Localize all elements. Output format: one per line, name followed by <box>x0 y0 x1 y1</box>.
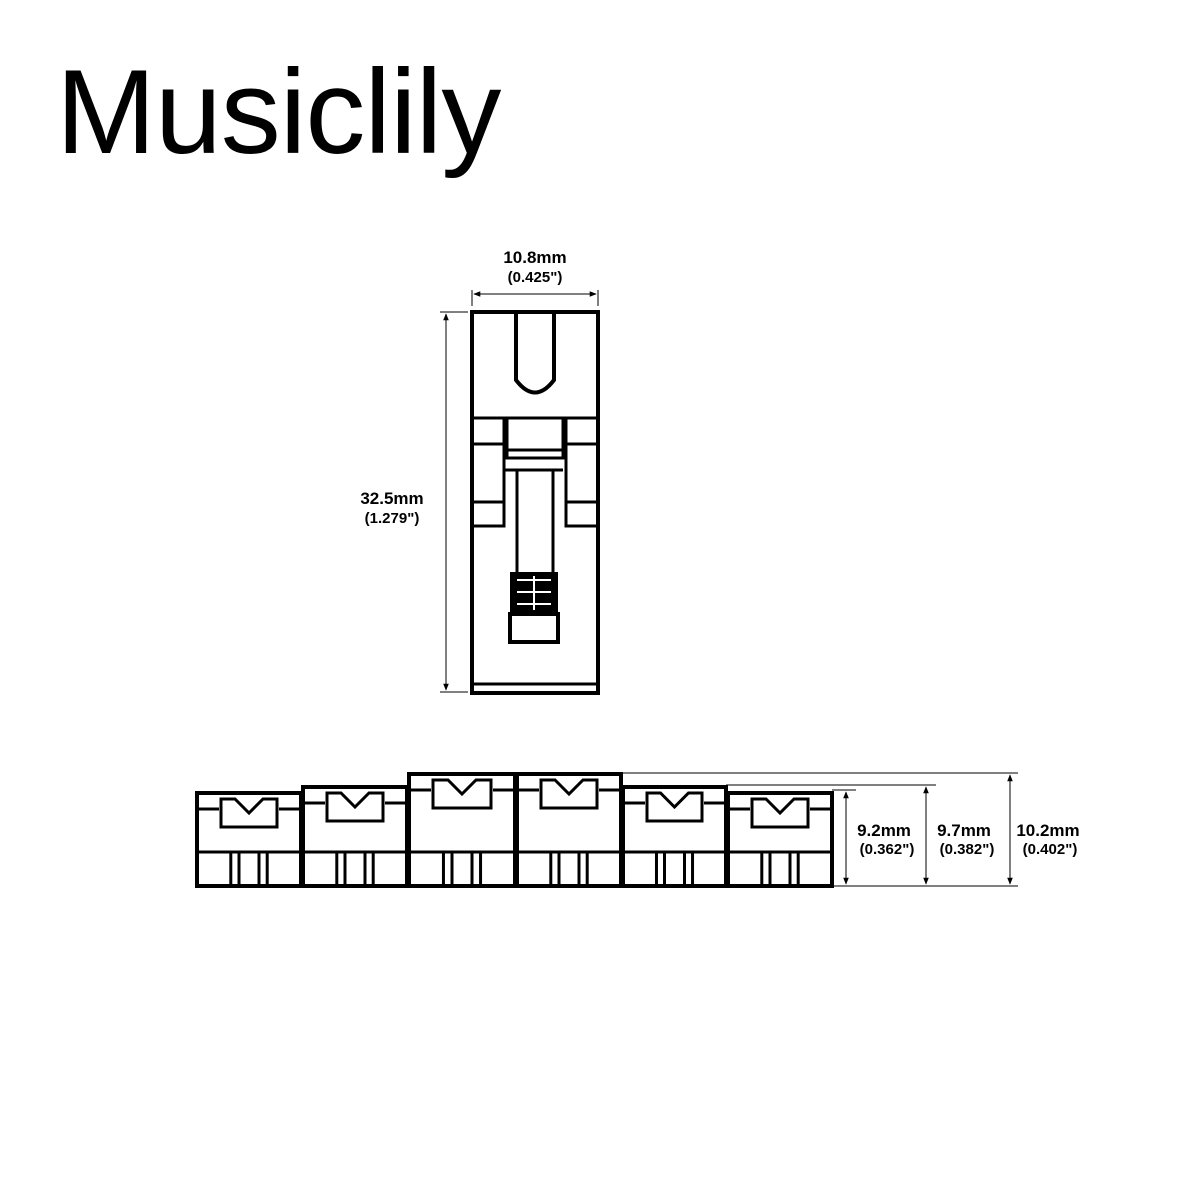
height-2-mm-label: 9.7mm <box>937 821 991 840</box>
height-1-in-label: (0.362") <box>860 841 915 858</box>
length-dimension: 32.5mm (1.279") <box>360 311 468 693</box>
height-1-mm-label: 9.2mm <box>857 821 911 840</box>
saddle-string-notch-3 <box>431 778 493 810</box>
side-block-left <box>470 416 506 528</box>
saddle-top-view <box>470 310 600 695</box>
saddle-string-notch-1 <box>219 797 279 829</box>
saddle-side-6 <box>726 791 834 888</box>
brand-logo-text: Musiclily <box>56 45 501 179</box>
width-in-label: (0.425") <box>508 269 563 286</box>
width-mm-label: 10.8mm <box>503 248 566 267</box>
intonation-block <box>508 612 560 644</box>
saddle-string-notch-4 <box>539 778 599 810</box>
side-block-right <box>564 416 600 528</box>
saddle-string-notch-6 <box>750 797 810 829</box>
saddle-side-1 <box>195 791 303 888</box>
length-in-label: (1.279") <box>365 510 420 527</box>
height-3-in-label: (0.402") <box>1023 841 1078 858</box>
center-block <box>505 416 565 460</box>
string-slot <box>514 312 556 395</box>
width-dimension: 10.8mm (0.425") <box>471 248 599 306</box>
height-2-in-label: (0.382") <box>940 841 995 858</box>
saddle-side-view <box>195 772 834 888</box>
height-3-mm-label: 10.2mm <box>1016 821 1079 840</box>
saddle-string-notch-2 <box>325 791 385 823</box>
length-mm-label: 32.5mm <box>360 489 423 508</box>
height-dimensions: 9.2mm (0.362") 9.7mm (0.382") 10.2mm (0.… <box>622 772 1080 887</box>
saddle-string-notch-5 <box>645 791 704 823</box>
